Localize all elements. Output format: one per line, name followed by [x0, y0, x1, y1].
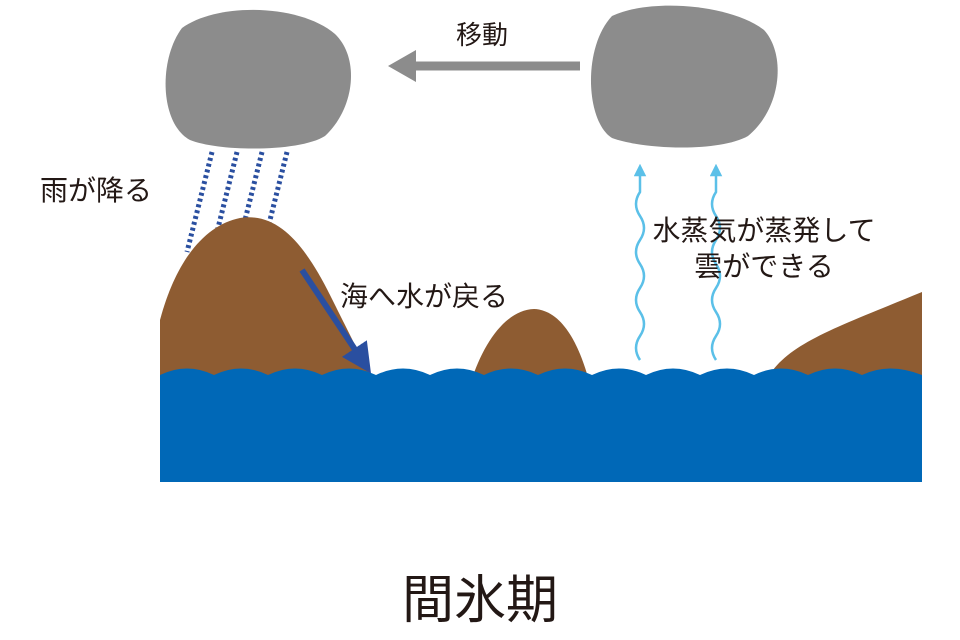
flow-to-sea-arrow	[299, 268, 371, 374]
rain-label: 雨が降る	[40, 174, 152, 207]
vapor-arrow-left	[633, 163, 647, 361]
move-arrow	[388, 50, 580, 82]
sea	[160, 368, 922, 482]
diagram-title: 間氷期	[402, 571, 558, 631]
left-cloud	[165, 9, 352, 149]
return-to-sea-label: 海へ水が戻る	[340, 280, 508, 313]
evaporation-label-line2: 雲ができる	[694, 250, 833, 283]
middle-hill	[470, 309, 590, 385]
move-label: 移動	[456, 21, 508, 51]
evaporation-label-line1: 水蒸気が蒸発して	[652, 214, 875, 247]
vapor-arrow-right	[709, 163, 723, 361]
right-cloud	[590, 5, 778, 148]
right-hill	[764, 292, 922, 385]
left-mountain	[160, 217, 375, 385]
